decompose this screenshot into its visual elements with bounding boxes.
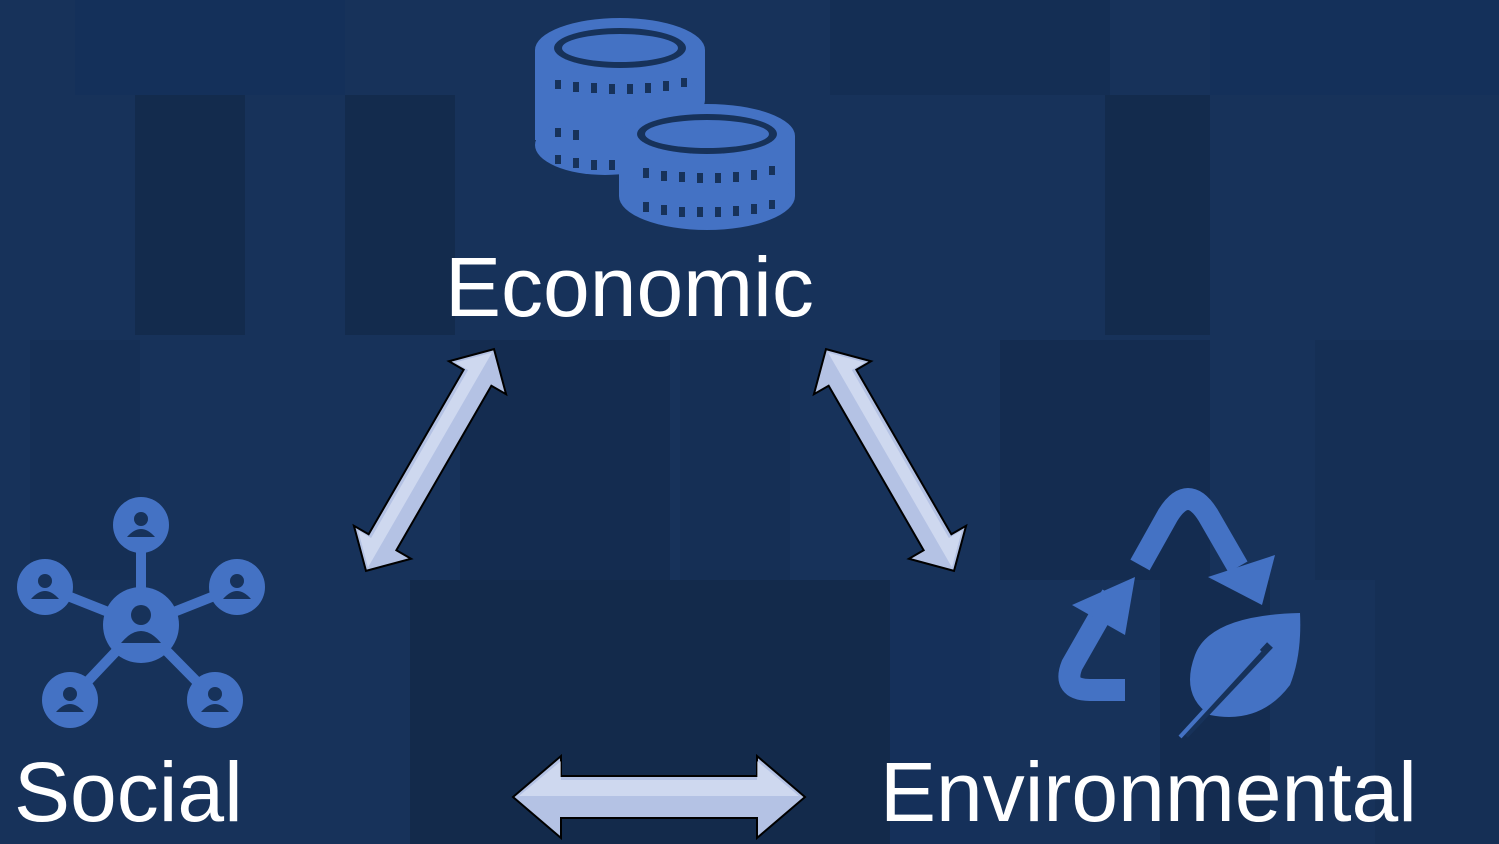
coins-stack-icon <box>525 10 805 240</box>
people-network-icon <box>15 495 270 735</box>
economic-social-arrow <box>352 347 508 573</box>
social-label: Social <box>14 745 243 839</box>
economic-environmental-arrow <box>812 347 968 573</box>
environmental-label: Environmental <box>880 745 1417 839</box>
social-environmental-arrow <box>511 753 807 841</box>
recycle-leaf-icon <box>1050 485 1310 745</box>
economic-label: Economic <box>445 240 814 334</box>
